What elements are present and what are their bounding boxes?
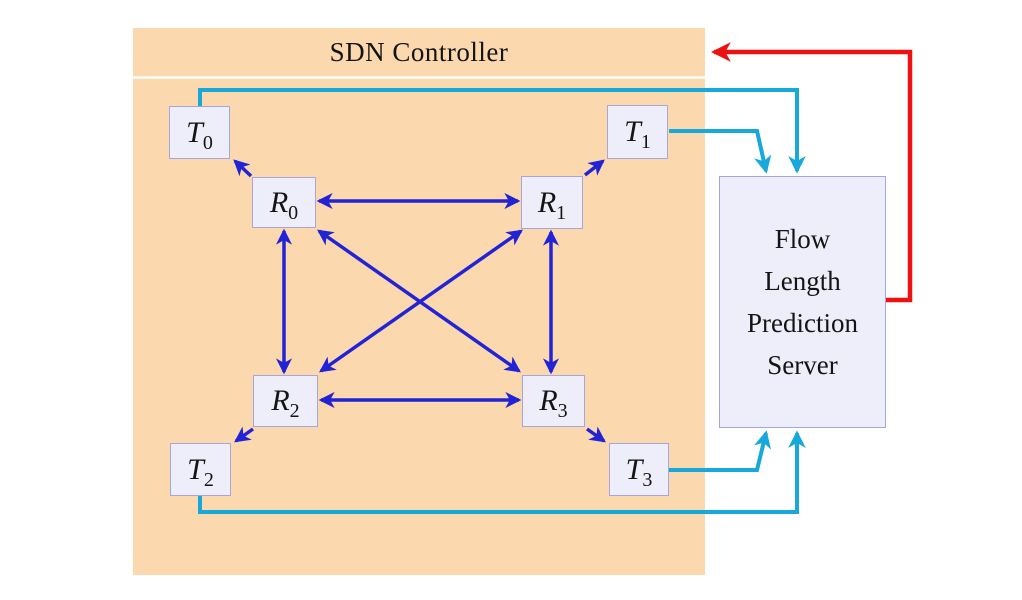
node-r0-letter: R <box>269 185 289 219</box>
node-t2-letter: T <box>187 452 204 486</box>
node-t0-subscript: 0 <box>202 131 213 154</box>
node-t1-letter: T <box>624 115 641 148</box>
edge-t3-server <box>669 430 772 472</box>
node-r3-subscript: 3 <box>557 400 568 422</box>
node-r3: R3 <box>522 375 585 427</box>
edge-server-controller <box>711 42 913 303</box>
server-label-line-1: Flow <box>774 224 831 254</box>
node-r1: R1 <box>521 176 583 229</box>
sdn-controller-title: SDN Controller <box>329 36 509 67</box>
node-r0-label: R0 <box>269 185 298 223</box>
node-t3-label: T3 <box>625 452 653 490</box>
node-t2: T2 <box>170 443 231 496</box>
node-r1-label: R1 <box>537 185 566 223</box>
edge-r3-t3 <box>585 426 606 443</box>
edge-r0-t0 <box>233 159 253 178</box>
node-t3: T3 <box>609 443 669 496</box>
node-t2-subscript: 2 <box>203 468 214 491</box>
node-r0-subscript: 0 <box>288 201 299 224</box>
edge-t2-server <box>198 430 806 514</box>
edge-r1-r2 <box>319 229 523 373</box>
node-r2-label: R2 <box>271 384 299 422</box>
node-t1-label: T1 <box>624 115 651 153</box>
server-label: Flow Length Prediction Server <box>747 218 858 386</box>
edge-r1-t1 <box>583 159 605 177</box>
node-t1-subscript: 1 <box>640 131 651 153</box>
node-r3-label: R3 <box>539 384 567 422</box>
node-r1-subscript: 1 <box>556 201 567 224</box>
flow-length-prediction-server: Flow Length Prediction Server <box>719 176 886 428</box>
server-label-line-2: Length <box>764 266 841 296</box>
server-label-line-3: Prediction <box>747 308 858 338</box>
node-t1: T1 <box>607 105 668 159</box>
node-r2: R2 <box>253 375 318 427</box>
node-t3-subscript: 3 <box>642 468 653 491</box>
edge-r2-t2 <box>234 426 255 443</box>
edge-t0-server <box>198 88 806 174</box>
server-label-line-4: Server <box>767 350 838 380</box>
node-t2-label: T2 <box>187 452 214 490</box>
node-t0-label: T0 <box>186 115 213 153</box>
node-r2-letter: R <box>271 384 290 417</box>
node-t0-letter: T <box>186 115 203 149</box>
node-r0: R0 <box>252 177 316 228</box>
node-r3-letter: R <box>539 384 558 417</box>
edge-t1-server <box>669 129 772 174</box>
node-r2-subscript: 2 <box>289 400 300 422</box>
node-t0: T0 <box>169 106 230 159</box>
node-r1-letter: R <box>537 185 557 219</box>
node-t3-letter: T <box>625 452 643 486</box>
